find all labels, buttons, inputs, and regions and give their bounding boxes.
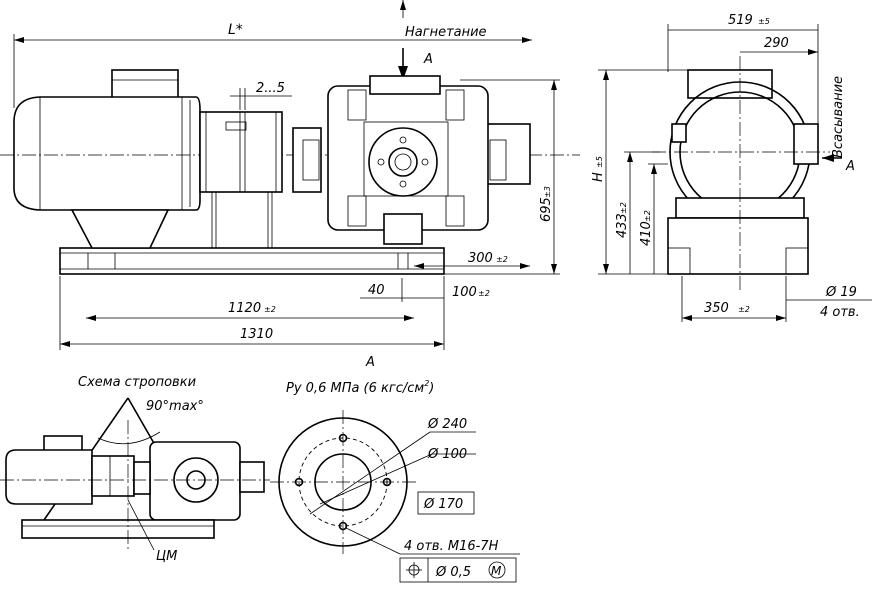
front-view: L* Нагнетание A [0,0,580,350]
dist-350-label: 350 [704,301,729,316]
flange-240-label: Ø 240 [427,417,467,432]
height-410-label: 410 [639,221,654,246]
flange-170-label: Ø 170 [423,497,463,512]
height-433-tol: ±2 [619,202,628,214]
view-a-bottom-label: A [365,355,375,370]
flange-holes-label: 4 отв. М16-7Н [404,539,499,554]
sling-scheme: Схема строповки 90°max° ЦМ [0,375,270,564]
dist-1120-label: 1120 [228,301,261,316]
height-h-label: H [591,172,606,182]
height-695-label: 695 [539,197,554,222]
pressure-label: Ру 0,6 МПа (6 кгс/см2) [286,379,434,396]
flange-view: Ø 240 Ø 100 Ø 170 4 отв. М16-7Н Ø 0,5 М [270,410,520,583]
height-h-tol: ±5 [595,156,604,168]
center-mass-label: ЦМ [156,549,177,564]
electric-motor [13,69,201,211]
dist-100-tol: ±2 [478,289,490,298]
view-a-top-label: A [423,52,433,67]
sling-angle-label: 90°max° [146,399,204,414]
height-695-tol: ±3 [543,186,552,198]
tol-position-label: Ø 0,5 [435,565,471,580]
length-label: L* [228,22,243,38]
width-519-label: 519 [728,13,753,28]
height-410-tol: ±2 [643,210,652,222]
sling-title: Схема строповки [78,375,196,390]
view-a-side-label: A [845,159,855,174]
side-view: 519 ±5 290 Всасывание A H ±5 433 ±2 [591,13,872,322]
hole-dia-label: Ø 19 [825,285,857,300]
width-290-label: 290 [764,36,789,51]
gap-label: 2...5 [256,81,285,96]
tol-modifier-label: М [491,564,502,578]
hole-count-label: 4 отв. [820,305,860,320]
suction-label: Всасывание [831,76,846,158]
base-frame [59,209,445,275]
discharge-label: Нагнетание [405,25,487,40]
height-433-label: 433 [615,213,630,238]
flange-100-label: Ø 100 [427,447,467,462]
dist-100-label: 100 [452,285,477,300]
width-519-tol: ±5 [758,17,770,26]
dist-40-label: 40 [368,283,385,298]
dist-1310-label: 1310 [240,327,273,342]
coupling-guard [199,111,283,248]
pump-body [292,75,531,245]
dist-1120-tol: ±2 [264,305,276,314]
dist-300-tol: ±2 [496,255,508,264]
dist-350-tol: ±2 [738,305,750,314]
dist-300-label: 300 [468,251,493,266]
